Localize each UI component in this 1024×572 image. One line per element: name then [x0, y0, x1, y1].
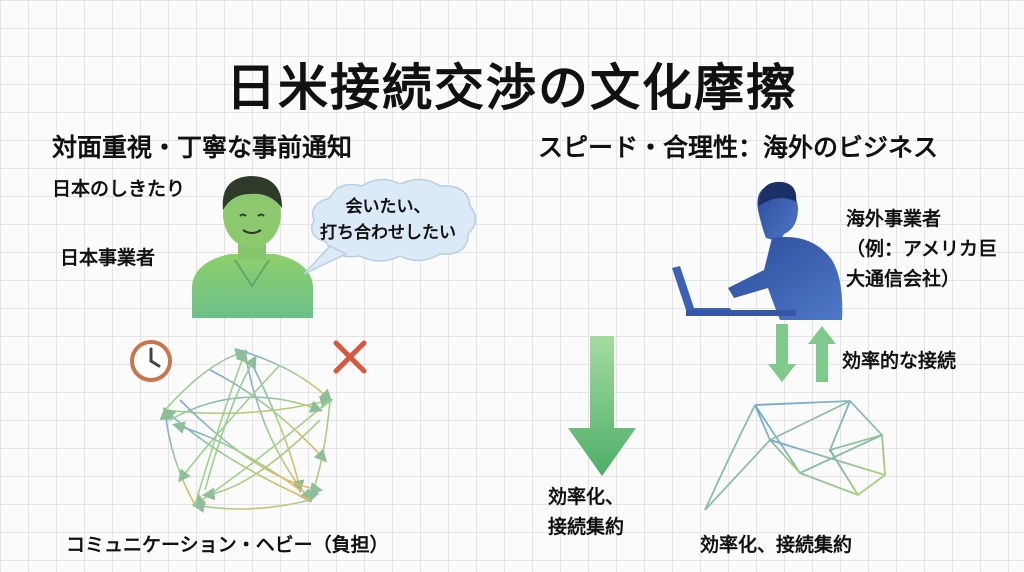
- foreign-actor-label: 海外事業者 （例：アメリカ巨 大通信会社）: [846, 204, 997, 294]
- communication-web: [159, 347, 334, 514]
- down-arrow-line-1: 効率化、: [548, 486, 625, 508]
- efficient-connection-label: 効率的な接続: [842, 350, 957, 372]
- left-bottom-label: コミュニケーション・ヘビー（負担）: [66, 534, 389, 556]
- speech-line-2: 打ち合わせしたい: [320, 223, 456, 243]
- speech-line-1: 会いたい、: [345, 197, 431, 217]
- foreign-actor-line-2: （例：アメリカ巨: [846, 238, 998, 260]
- streamlined-network: [704, 400, 886, 511]
- foreign-actor-line-3: 大通信会社）: [846, 268, 961, 290]
- custom-label: 日本のしきたり: [52, 178, 186, 200]
- clock-icon: [130, 340, 172, 382]
- down-arrow-label: 効率化、 接続集約: [548, 482, 624, 542]
- japan-actor-label: 日本事業者: [60, 247, 156, 269]
- foreign-actor-line-1: 海外事業者: [846, 208, 942, 230]
- right-heading: スピード・合理性：海外のビジネス: [538, 133, 939, 162]
- down-arrow-icon: [568, 336, 636, 476]
- down-arrow-line-2: 接続集約: [548, 516, 625, 538]
- exchange-arrows-icon: [768, 324, 836, 382]
- cross-icon: [333, 340, 367, 374]
- laptop-user-icon: [672, 181, 843, 320]
- page-title: 日米接続交渉の文化摩擦: [226, 59, 798, 117]
- person-icon: [192, 176, 313, 318]
- left-heading: 対面重視・丁寧な事前通知: [52, 133, 353, 162]
- speech-bubble-text: 会いたい、 打ち合わせしたい: [312, 194, 464, 246]
- right-bottom-label: 効率化、接続集約: [700, 534, 853, 556]
- speech-bubble-icon: [303, 178, 477, 275]
